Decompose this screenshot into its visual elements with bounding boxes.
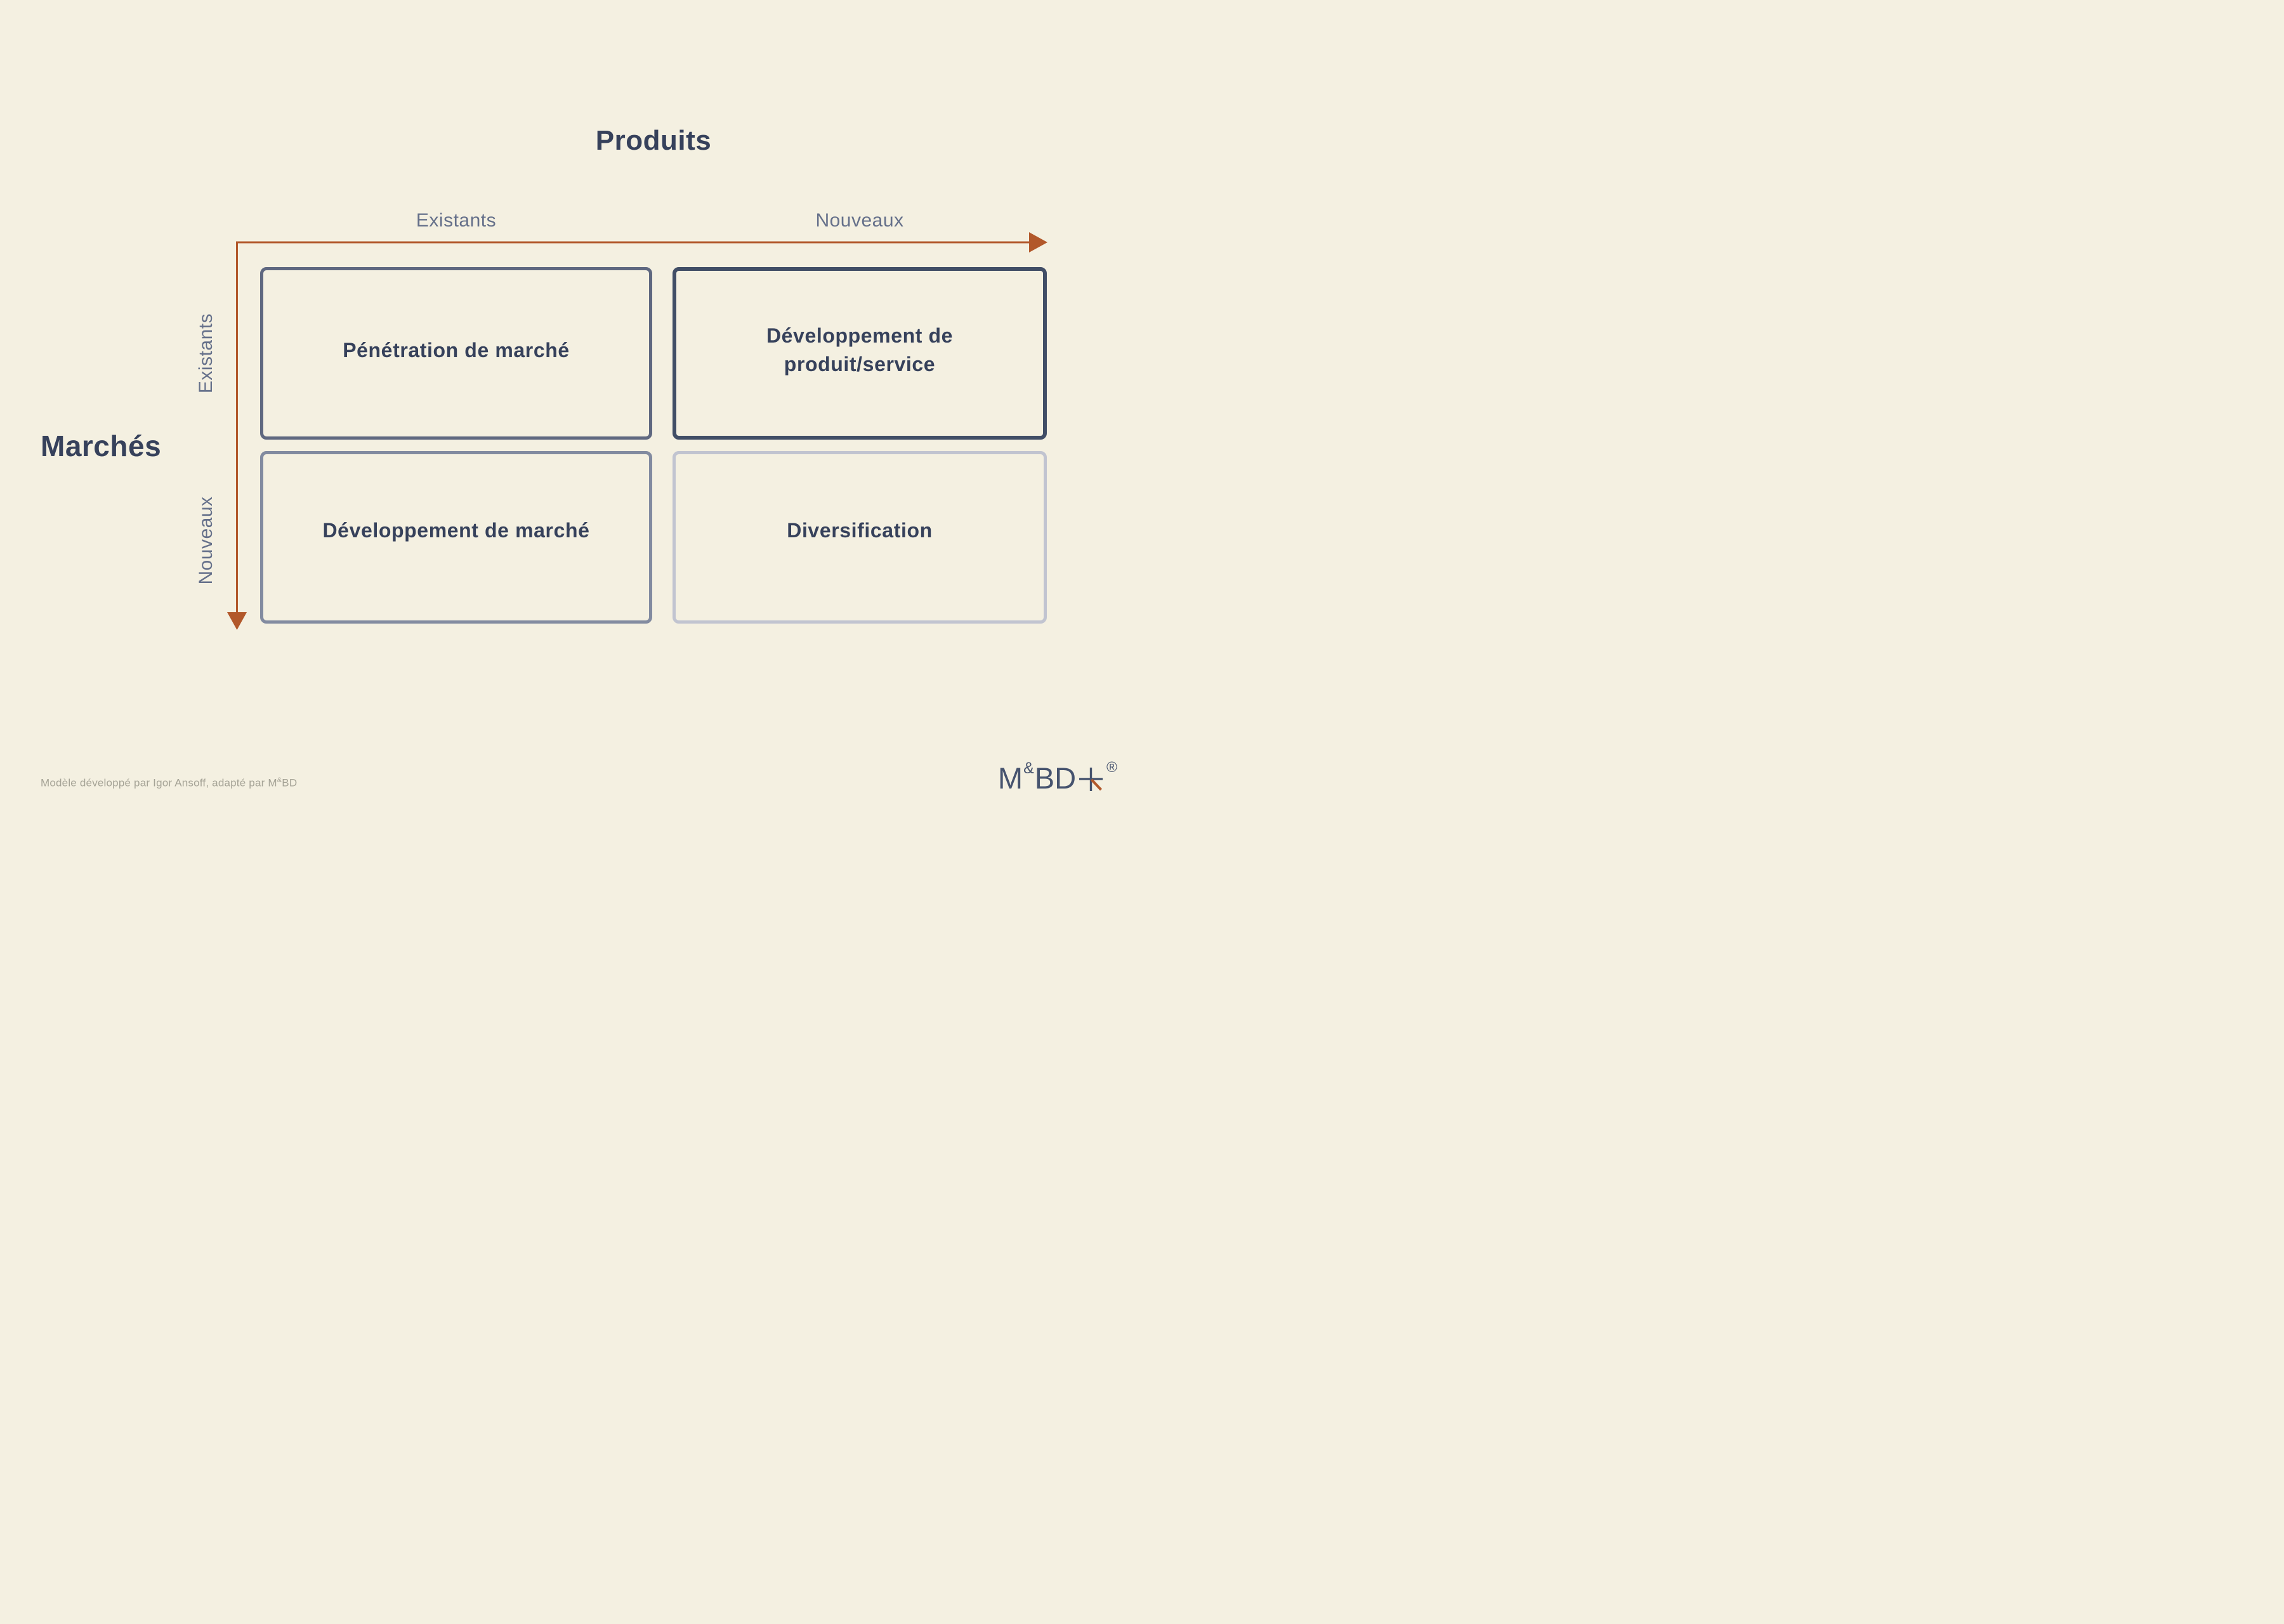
products-axis-arrowhead-icon [1029, 232, 1047, 252]
quadrant-product-development-label: Développement de produit/service [766, 324, 954, 376]
footer-credit-ampersand: & [277, 776, 282, 784]
quadrant-diversification: Diversification [673, 451, 1047, 624]
logo-ampersand: & [1023, 759, 1034, 777]
ansoff-matrix-canvas: Produits Existants Nouveaux Marchés Exis… [0, 0, 1142, 812]
markets-axis-arrowhead-icon [227, 612, 247, 630]
quadrant-product-development: Développement de produit/service [673, 267, 1047, 440]
logo-registered-mark: ® [1106, 759, 1117, 775]
footer-credit-suffix: BD [282, 776, 298, 789]
markets-axis-arrow-icon [227, 241, 247, 630]
products-axis-arrow-icon [236, 232, 1047, 252]
products-axis-title: Produits [595, 125, 712, 156]
footer-credit: Modèle développé par Igor Ansoff, adapté… [41, 776, 297, 790]
logo-m: M [997, 761, 1023, 795]
quadrant-diversification-label: Diversification [787, 518, 933, 542]
markets-existing-label: Existants [195, 313, 216, 394]
products-existing-label: Existants [416, 210, 497, 231]
markets-new-label: Nouveaux [195, 496, 216, 585]
brand-logo: M & BD ® [997, 759, 1117, 795]
quadrant-market-penetration: Pénétration de marché [260, 267, 652, 440]
products-new-label: Nouveaux [815, 210, 904, 231]
quadrant-market-development: Développement de marché [260, 451, 652, 624]
logo-cross-diagonal [1091, 778, 1103, 791]
footer-credit-prefix: Modèle développé par Igor Ansoff, adapté… [41, 776, 277, 789]
logo-bd: BD [1034, 761, 1077, 795]
quadrant-market-penetration-label: Pénétration de marché [343, 338, 570, 362]
markets-axis-title: Marchés [41, 429, 162, 462]
logo-cross-icon [1079, 768, 1103, 791]
quadrant-market-development-label: Développement de marché [322, 518, 590, 542]
